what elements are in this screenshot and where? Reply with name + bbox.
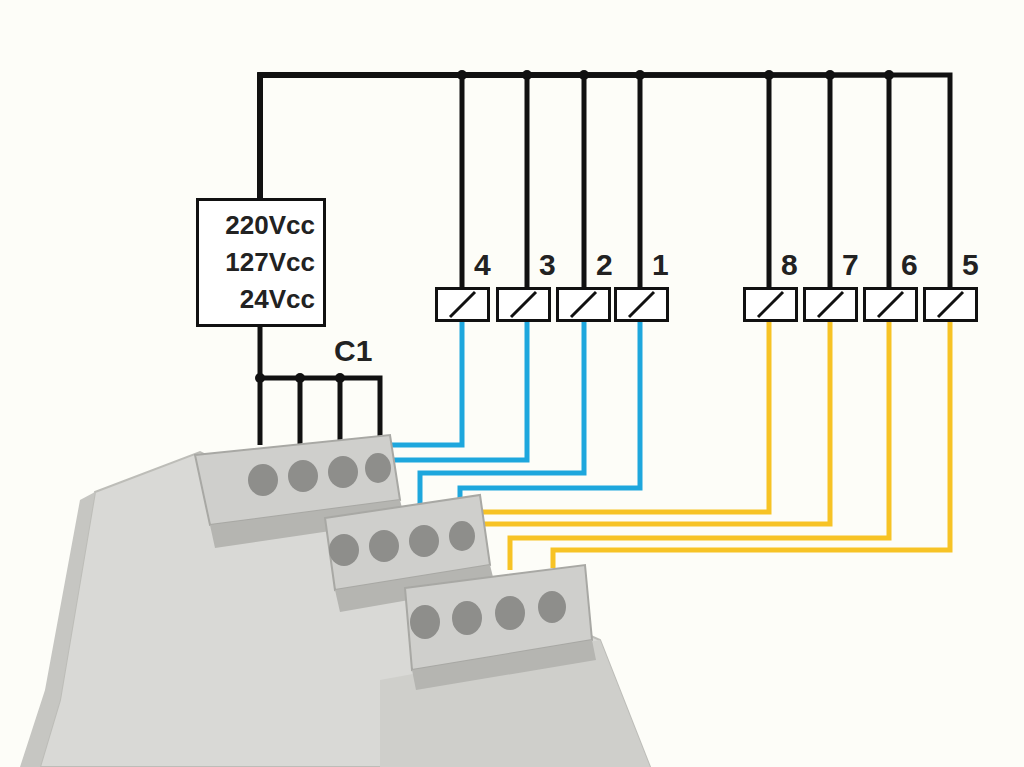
coil-number: 1: [652, 248, 669, 282]
bus-wire: [260, 75, 830, 287]
relay-coil: 8: [743, 287, 798, 322]
bus-wire: [260, 75, 769, 287]
coil-number: 6: [901, 248, 918, 282]
junction-dots: [255, 373, 345, 383]
bus-wire: [260, 75, 889, 287]
coil-number: 8: [781, 248, 798, 282]
housing-side: [20, 492, 95, 767]
coil-slash: [559, 290, 608, 319]
coil-number: 7: [842, 248, 859, 282]
terminal-block: [405, 565, 596, 690]
relay-coil: 6: [863, 287, 918, 322]
coil-slash: [866, 290, 915, 319]
coil-slash: [438, 290, 487, 319]
coil-number: 3: [539, 248, 556, 282]
coil-number: 2: [596, 248, 613, 282]
coil-slash: [499, 290, 548, 319]
bus-wire: [260, 75, 950, 287]
coil-slash: [926, 290, 975, 319]
power-source-box: 220Vcc 127Vcc 24Vcc: [196, 198, 326, 327]
relay-coil: 3: [496, 287, 551, 322]
relay-coil: 1: [614, 287, 669, 322]
c1-wires: [256, 326, 380, 445]
blue-wires: [342, 322, 640, 505]
coil-number: 4: [474, 248, 491, 282]
voltage-label: 220Vcc 127Vcc 24Vcc: [207, 207, 315, 318]
coil-slash: [746, 290, 795, 319]
relay-coil: 4: [435, 287, 490, 322]
relay-coil: 2: [556, 287, 611, 322]
relay-coil: 7: [803, 287, 858, 322]
yellow-wires: [428, 322, 950, 578]
relay-coil: 5: [923, 287, 978, 322]
coil-slash: [806, 290, 855, 319]
coil-slash: [617, 290, 666, 319]
component-label: C1: [334, 334, 372, 368]
coil-number: 5: [962, 248, 979, 282]
